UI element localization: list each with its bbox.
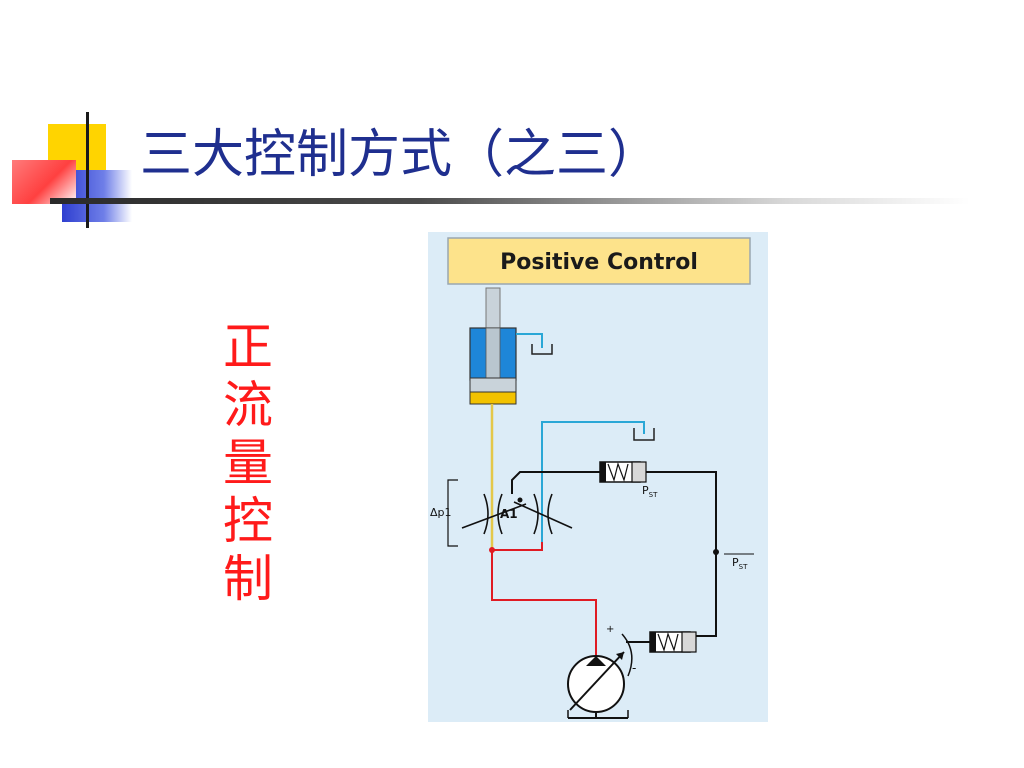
vertical-label-char: 流: [223, 376, 273, 434]
dp1-bracket: [447, 479, 458, 547]
title-underline: [50, 198, 970, 204]
vertical-label-char: 控: [223, 492, 273, 550]
orifice-left: [461, 493, 527, 535]
orifice-right: [513, 493, 573, 535]
pst-label-right: PST: [732, 556, 748, 571]
tank-symbol-icon: [633, 428, 655, 441]
dp1-label: Δp1: [430, 506, 452, 519]
a1-label: A1: [500, 507, 518, 521]
vertical-label: 正 流 量 控 制: [218, 318, 278, 608]
plus-label: +: [606, 624, 614, 635]
tank-symbol-icon: [531, 344, 553, 355]
orifice-tank-line: [541, 421, 645, 542]
pressure-line: [491, 542, 597, 656]
corner-vertical-line: [86, 112, 89, 228]
diagram-header-text: Positive Control: [500, 250, 698, 275]
regulator-spool-lower: [626, 631, 697, 653]
corner-red-bar: [12, 160, 76, 204]
hydraulic-cylinder: [469, 287, 517, 405]
positive-control-diagram: Positive Control Δp1 A1: [428, 232, 768, 722]
pst-label-upper: PST: [642, 484, 658, 499]
cylinder-tank-line: [516, 333, 543, 348]
vertical-label-char: 制: [223, 550, 273, 608]
vertical-label-char: 量: [223, 434, 273, 492]
diagram-background: [428, 232, 768, 722]
pressure-junction: [489, 547, 495, 553]
slide-title: 三大控制方式（之三）: [140, 125, 661, 185]
regulator-spool-upper: [576, 461, 647, 483]
variable-pump-icon: [567, 633, 633, 719]
signal-junction: [713, 549, 719, 555]
minus-label: -: [632, 661, 636, 675]
vertical-label-char: 正: [223, 318, 273, 376]
orifice-junction: [517, 497, 523, 503]
diagram-header-box: [447, 237, 751, 285]
